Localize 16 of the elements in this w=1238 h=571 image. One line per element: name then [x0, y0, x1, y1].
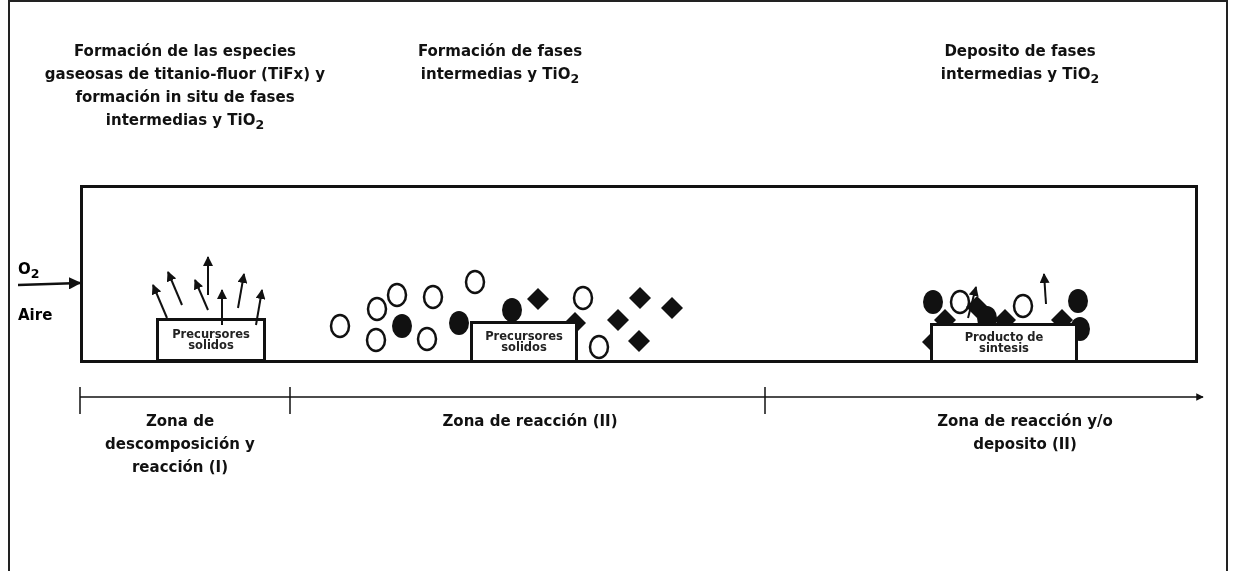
zone-label: Zona de reacción y/o deposito (II) — [936, 411, 1114, 455]
heading-text: Formación de fases intermedias y TiO$_{2}$ — [416, 41, 584, 88]
gas-label: Aire — [18, 305, 53, 326]
crucible-box — [930, 323, 1078, 363]
crucible-box — [470, 321, 578, 363]
crucible-box — [156, 318, 266, 362]
heading-text: Deposito de fases intermedias y TiO$_{2}$ — [939, 41, 1101, 88]
zone-label: Zona de reacción (II) — [441, 411, 619, 432]
furnace-tube — [80, 185, 1198, 363]
arrow — [17, 277, 82, 290]
heading-text: Formación de las especies gaseosas de titanio-fluor (TiFx) y formación in situ de fases intermedias y TiO$_{2}$ — [43, 41, 327, 134]
gas-label: O$_{2}$ — [18, 259, 40, 283]
zone-label: Zona de descomposición y reacción (I) — [104, 411, 256, 478]
crucible-label: Precursores solidos — [171, 329, 251, 351]
crucible-label: Precursores solidos — [484, 331, 564, 353]
crucible-label: Producto de sintesis — [963, 332, 1045, 354]
